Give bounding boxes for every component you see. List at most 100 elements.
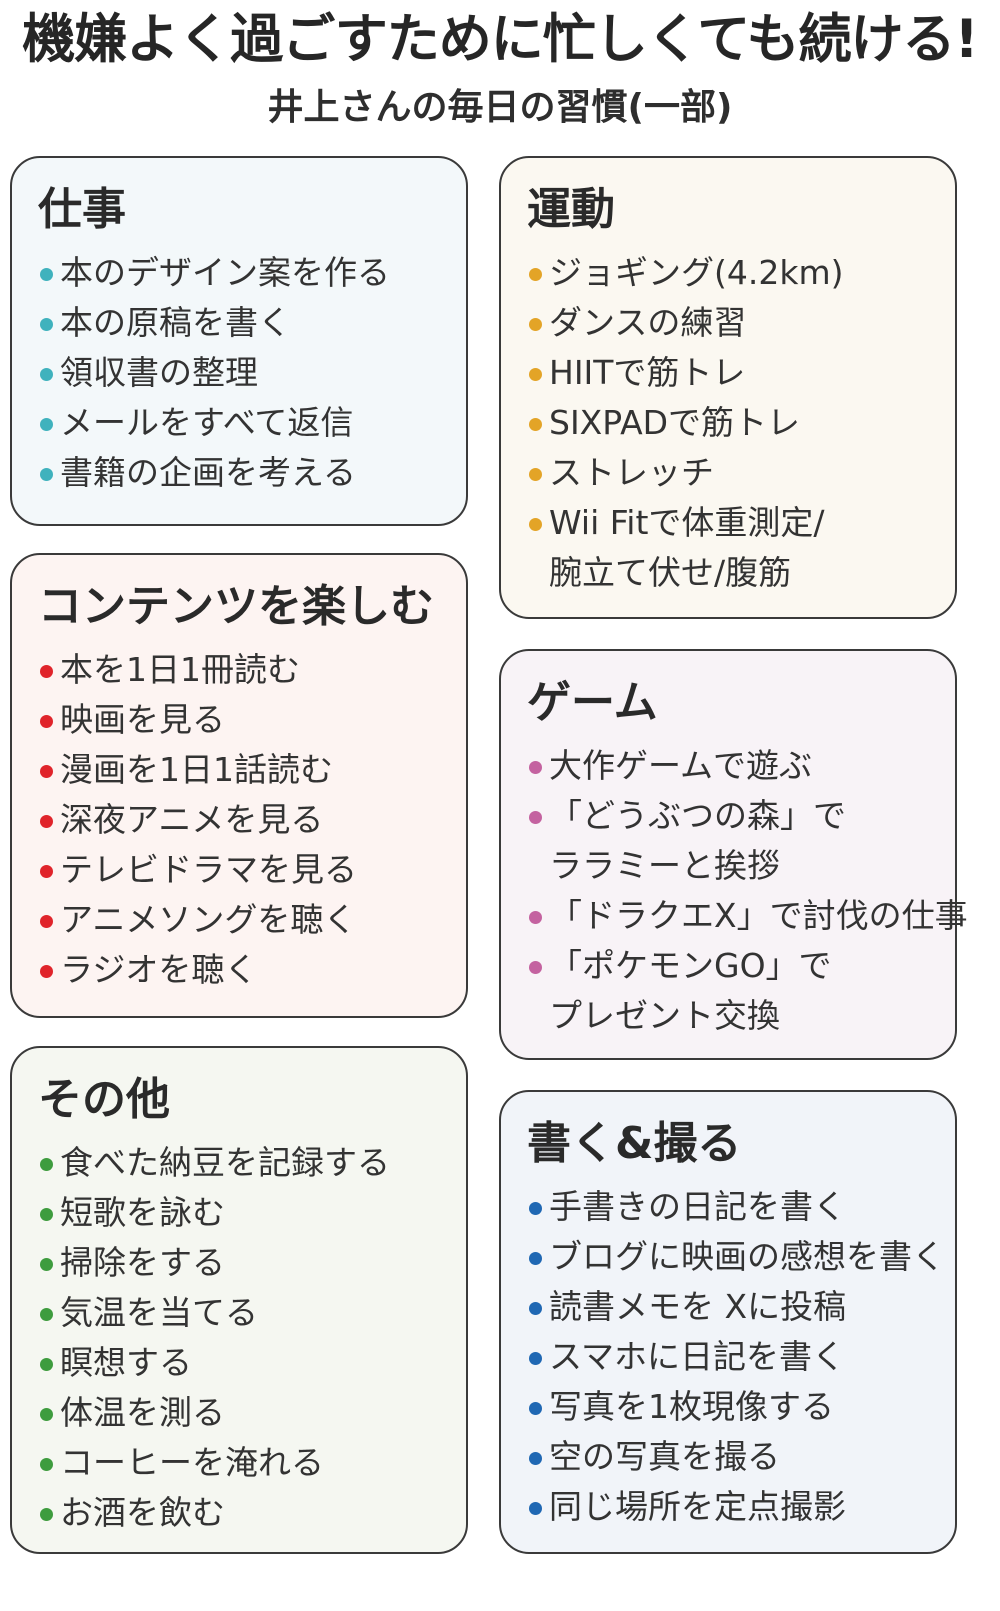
bullet-dot-icon bbox=[529, 1452, 542, 1465]
list-item: 瞑想する bbox=[38, 1338, 456, 1388]
list-item-text: ダンスの練習 bbox=[549, 303, 747, 342]
bullet-dot-icon bbox=[40, 468, 53, 481]
bullet-dot-icon bbox=[40, 1508, 53, 1521]
list-item-text: ジョギング(4.2km) bbox=[549, 253, 844, 292]
list-item-text: テレビドラマを見る bbox=[60, 850, 357, 889]
bullet-dot-icon bbox=[40, 765, 53, 778]
card-work: 仕事 本のデザイン案を作る本の原稿を書く領収書の整理メールをすべて返信書籍の企画… bbox=[10, 156, 468, 526]
list-item: コーヒーを淹れる bbox=[38, 1438, 456, 1488]
bullet-dot-icon bbox=[40, 268, 53, 281]
list-item-text: HIITで筋トレ bbox=[549, 353, 746, 392]
page-subtitle: 井上さんの毎日の習慣(一部) bbox=[267, 87, 733, 128]
list-item-text: 腕立て伏せ/腹筋 bbox=[549, 553, 792, 592]
list-item: 深夜アニメを見る bbox=[38, 795, 456, 845]
bullet-dot-icon bbox=[529, 1352, 542, 1365]
bullet-dot-icon bbox=[40, 1458, 53, 1471]
card-title: 運動 bbox=[527, 184, 615, 235]
bullet-dot-icon bbox=[529, 1402, 542, 1415]
bullet-dot-icon bbox=[529, 1202, 542, 1215]
list-item: 掃除をする bbox=[38, 1238, 456, 1288]
bullet-dot-icon bbox=[529, 961, 542, 974]
habit-list: 大作ゲームで遊ぶ「どうぶつの森」でララミーと挨拶「ドラクエX」で討伐の仕事「ポケ… bbox=[527, 741, 968, 1041]
bullet-dot-icon bbox=[40, 715, 53, 728]
card-title: ゲーム bbox=[527, 677, 658, 728]
list-item: テレビドラマを見る bbox=[38, 845, 456, 895]
list-item-text: SIXPADで筋トレ bbox=[549, 403, 801, 442]
card-content: コンテンツを楽しむ 本を1日1冊読む映画を見る漫画を1日1話読む深夜アニメを見る… bbox=[10, 553, 468, 1018]
page-title: 機嫌よく過ごすために忙しくても続ける! bbox=[22, 9, 978, 70]
list-item-text: 深夜アニメを見る bbox=[60, 800, 324, 839]
list-item: 本を1日1冊読む bbox=[38, 645, 456, 695]
list-item: 手書きの日記を書く bbox=[527, 1182, 945, 1232]
bullet-dot-icon bbox=[40, 318, 53, 331]
list-item: スマホに日記を書く bbox=[527, 1332, 945, 1382]
bullet-dot-icon bbox=[529, 518, 542, 531]
list-item: ラジオを聴く bbox=[38, 945, 456, 995]
bullet-dot-icon bbox=[529, 811, 542, 824]
bullet-dot-icon bbox=[529, 418, 542, 431]
list-item-text: 大作ゲームで遊ぶ bbox=[549, 746, 813, 785]
card-title: コンテンツを楽しむ bbox=[38, 581, 434, 632]
bullet-dot-icon bbox=[40, 1408, 53, 1421]
list-item: 「どうぶつの森」でララミーと挨拶 bbox=[527, 791, 945, 891]
card-game: ゲーム 大作ゲームで遊ぶ「どうぶつの森」でララミーと挨拶「ドラクエX」で討伐の仕… bbox=[499, 649, 968, 1060]
list-item-text: お酒を飲む bbox=[60, 1493, 225, 1532]
list-item-text: 体温を測る bbox=[60, 1393, 225, 1432]
list-item: 「ポケモンGO」でプレゼント交換 bbox=[527, 941, 945, 1041]
bullet-dot-icon bbox=[529, 268, 542, 281]
list-item: お酒を飲む bbox=[38, 1488, 456, 1538]
list-item-text: メールをすべて返信 bbox=[60, 403, 354, 442]
list-item-text: 本のデザイン案を作る bbox=[60, 253, 390, 292]
list-item: ストレッチ bbox=[527, 448, 945, 498]
list-item: 読書メモを Xに投稿 bbox=[527, 1282, 945, 1332]
list-item: 映画を見る bbox=[38, 695, 456, 745]
list-item: 本の原稿を書く bbox=[38, 298, 456, 348]
list-item: 書籍の企画を考える bbox=[38, 448, 456, 498]
bullet-dot-icon bbox=[40, 1358, 53, 1371]
bullet-dot-icon bbox=[40, 865, 53, 878]
list-item: メールをすべて返信 bbox=[38, 398, 456, 448]
list-item-text: 漫画を1日1話読む bbox=[60, 750, 333, 789]
list-item-text: 本の原稿を書く bbox=[60, 303, 291, 342]
list-item-text: 読書メモを Xに投稿 bbox=[549, 1287, 847, 1326]
habit-list: 本のデザイン案を作る本の原稿を書く領収書の整理メールをすべて返信書籍の企画を考え… bbox=[38, 248, 456, 498]
list-item: 大作ゲームで遊ぶ bbox=[527, 741, 945, 791]
bullet-dot-icon bbox=[529, 761, 542, 774]
list-item: 漫画を1日1話読む bbox=[38, 745, 456, 795]
list-item-text: 書籍の企画を考える bbox=[60, 453, 357, 492]
bullet-dot-icon bbox=[529, 911, 542, 924]
list-item-text: 「ポケモンGO」で bbox=[549, 946, 832, 985]
list-item: SIXPADで筋トレ bbox=[527, 398, 945, 448]
bullet-dot-icon bbox=[40, 1258, 53, 1271]
card-write-and-shoot: 書く&撮る 手書きの日記を書くブログに映画の感想を書く読書メモを Xに投稿スマホ… bbox=[499, 1090, 957, 1554]
list-item: 領収書の整理 bbox=[38, 348, 456, 398]
bullet-dot-icon bbox=[529, 1302, 542, 1315]
bullet-dot-icon bbox=[529, 318, 542, 331]
list-item-text: 映画を見る bbox=[60, 700, 225, 739]
list-item: 短歌を詠む bbox=[38, 1188, 456, 1238]
list-item-text: 食べた納豆を記録する bbox=[60, 1143, 390, 1182]
habit-list: ジョギング(4.2km) ダンスの練習 HIITで筋トレ SIXPADで筋トレストレッ… bbox=[527, 248, 945, 598]
bullet-dot-icon bbox=[529, 368, 542, 381]
bullet-dot-icon bbox=[529, 468, 542, 481]
list-item: 体温を測る bbox=[38, 1388, 456, 1438]
bullet-dot-icon bbox=[40, 1158, 53, 1171]
card-title: 仕事 bbox=[38, 184, 126, 235]
list-item-text: 短歌を詠む bbox=[60, 1193, 225, 1232]
list-item-text: 気温を当てる bbox=[60, 1293, 258, 1332]
list-item: 「ドラクエX」で討伐の仕事 bbox=[527, 891, 968, 941]
list-item-text: コーヒーを淹れる bbox=[60, 1443, 324, 1482]
bullet-dot-icon bbox=[40, 1208, 53, 1221]
card-exercise: 運動 ジョギング(4.2km) ダンスの練習 HIITで筋トレ SIXPADで筋トレス… bbox=[499, 156, 957, 619]
list-item-text: 「どうぶつの森」で bbox=[549, 796, 846, 835]
list-item-text: Wii Fitで体重測定/ bbox=[549, 503, 825, 542]
list-item: Wii Fitで体重測定/腕立て伏せ/腹筋 bbox=[527, 498, 945, 598]
list-item-text: 瞑想する bbox=[60, 1343, 192, 1382]
card-title: 書く&撮る bbox=[527, 1118, 742, 1169]
list-item-text: 掃除をする bbox=[60, 1243, 225, 1282]
bullet-dot-icon bbox=[529, 1502, 542, 1515]
list-item-text: アニメソングを聴く bbox=[60, 900, 357, 939]
bullet-dot-icon bbox=[40, 368, 53, 381]
bullet-dot-icon bbox=[40, 915, 53, 928]
list-item-text: 「ドラクエX」で討伐の仕事 bbox=[549, 896, 968, 935]
